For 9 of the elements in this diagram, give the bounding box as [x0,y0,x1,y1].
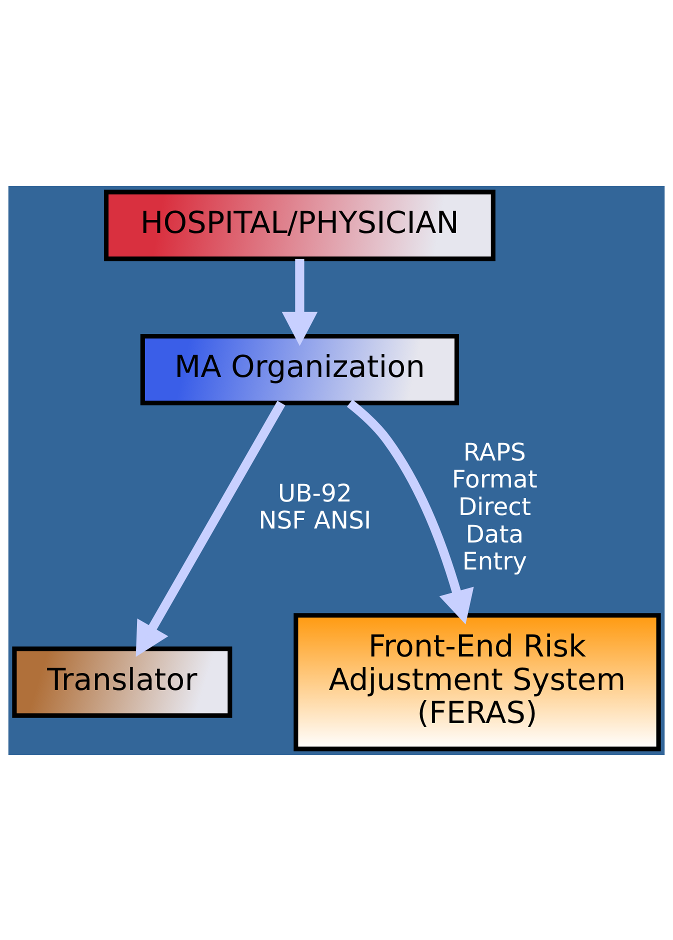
edge-label: UB-92 NSF ANSI [258,478,372,534]
arrow [282,258,318,346]
node-box: HOSPITAL/PHYSICIAN [104,189,496,261]
arrow [136,400,286,656]
arrow [346,399,474,624]
node-box: MA Organization [140,333,460,405]
node-box: Front-End Risk Adjustment System (FERAS) [294,612,661,751]
edge-label: RAPS Format Direct Data Entry [452,436,538,576]
node-box: Translator [12,646,232,718]
